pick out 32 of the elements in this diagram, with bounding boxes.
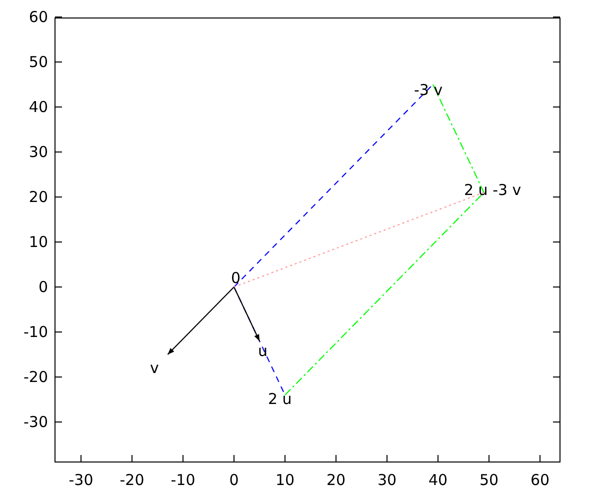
y-tick-label: -20 [24, 368, 48, 386]
point-label: u [258, 342, 268, 360]
x-tick-label: 30 [377, 471, 397, 489]
x-tick-label: -20 [120, 471, 144, 489]
y-tick-label: 40 [28, 98, 48, 116]
vector-arrow [234, 286, 260, 342]
x-tick-label: 60 [530, 471, 550, 489]
y-tick-label: 60 [28, 8, 48, 26]
x-tick-label: 0 [229, 471, 239, 489]
x-tick-label: 40 [428, 471, 448, 489]
y-tick-label: 30 [28, 143, 48, 161]
x-tick-label: -30 [68, 471, 94, 489]
x-tick-label: 10 [275, 471, 295, 489]
y-tick-label: 50 [28, 53, 48, 71]
y-tick-label: 0 [38, 278, 48, 296]
connector-line [432, 84, 484, 193]
point-label: 2 u [268, 390, 292, 408]
y-tick-label: 20 [28, 188, 48, 206]
y-tick-label: -10 [24, 323, 48, 341]
point-label: 0 [231, 269, 241, 287]
x-tick-label: 50 [479, 471, 499, 489]
x-tick-label: 20 [326, 471, 346, 489]
x-tick-label: -10 [170, 471, 196, 489]
connector-line [234, 192, 484, 288]
y-tick-label: 10 [28, 233, 48, 251]
connector-line [234, 84, 434, 288]
point-label: v [150, 359, 159, 377]
point-label: -3 v [414, 81, 443, 99]
vector-arrow [167, 286, 234, 355]
y-tick-label: -30 [24, 413, 48, 431]
connector-line [284, 192, 484, 396]
point-label: 2 u -3 v [464, 181, 522, 199]
